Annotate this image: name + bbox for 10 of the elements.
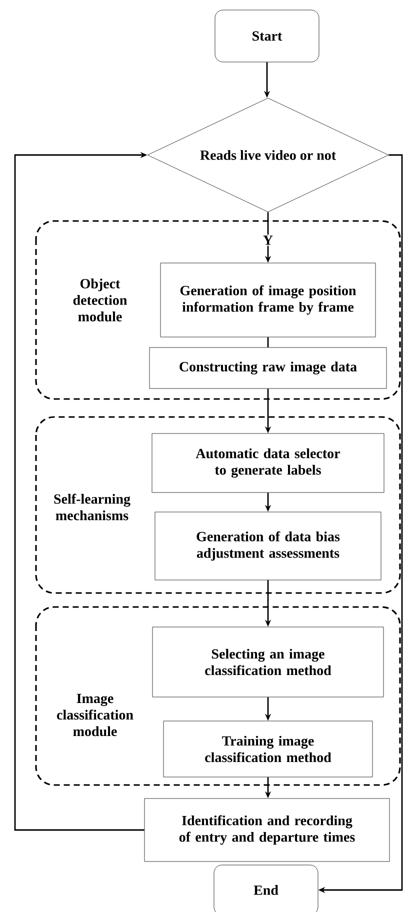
terminal-box: Start <box>214 10 320 62</box>
process-box: Generation of data bias adjustment assessments <box>154 512 382 580</box>
process-box: Automatic data selector to generate labels <box>152 433 384 493</box>
process-box: Selecting an image classification method <box>152 626 384 698</box>
process-box: Training image classification method <box>163 720 373 778</box>
process-box: Constructing raw image data <box>149 347 387 389</box>
process-box: Generation of image position information frame by frame <box>160 262 376 338</box>
edge-label: Y <box>263 236 273 245</box>
process-box: Identification and recording of entry and departure times <box>144 798 390 862</box>
terminal-box: End <box>214 864 318 912</box>
